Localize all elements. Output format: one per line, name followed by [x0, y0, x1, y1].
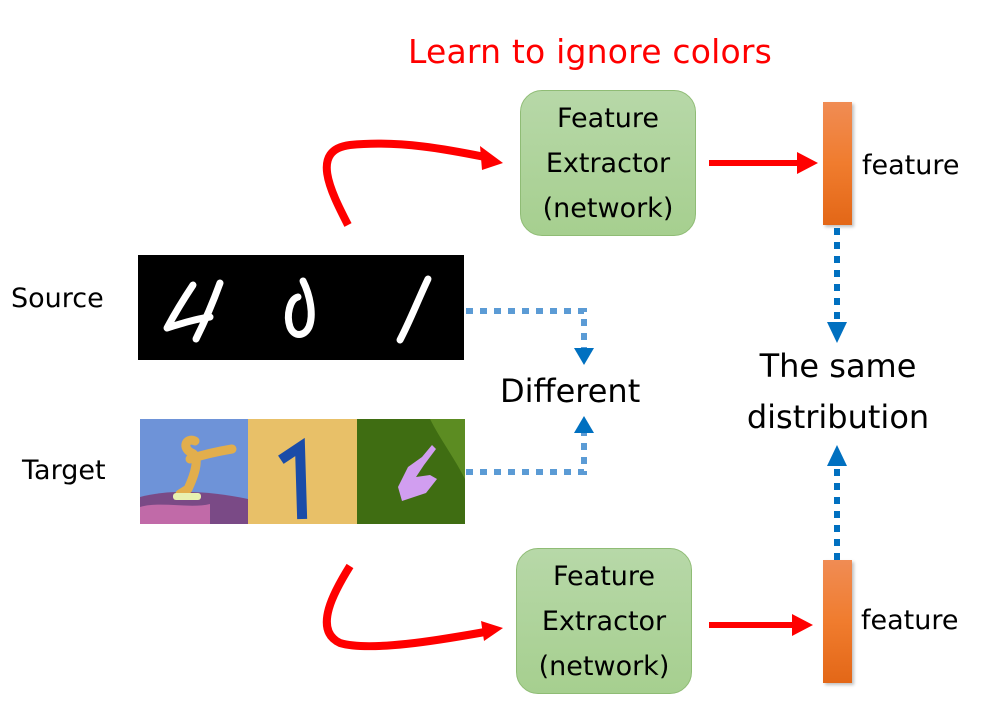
top-feature-label: feature — [862, 150, 960, 181]
target-digits-drawing — [140, 419, 465, 524]
digit-1-target-stroke — [278, 437, 308, 520]
bottom-extractor-line1: Feature — [552, 560, 656, 592]
top-feature-to-distribution-arrowhead — [827, 322, 847, 343]
target-to-different-connector — [466, 433, 587, 475]
bottom-curved-arrow — [322, 563, 486, 651]
top-extractor-line1: Feature — [556, 102, 660, 134]
different-label: Different — [500, 372, 641, 410]
bottom-feature-label: feature — [861, 605, 959, 636]
top-curved-arrowhead — [480, 146, 503, 170]
bottom-curved-arrowhead — [481, 621, 503, 641]
top-feature-arrowhead — [797, 152, 818, 174]
digit-6-shape — [398, 445, 437, 501]
target-image — [140, 419, 465, 524]
digit-8-stroke — [175, 435, 201, 499]
top-extractor-line2: Extractor — [545, 147, 671, 179]
top-curved-arrow — [322, 139, 486, 227]
source-to-different-arrowhead — [574, 348, 594, 365]
bottom-extractor-line2: Extractor — [541, 605, 667, 637]
diagram-title: Learn to ignore colors — [408, 32, 773, 71]
bottom-extractor-line3: (network) — [538, 650, 670, 682]
digit-4-stem — [192, 279, 224, 343]
source-label: Source — [11, 283, 104, 314]
digit-1-stroke — [396, 275, 432, 344]
top-feature-extractor: Feature Extractor (network) — [520, 90, 696, 236]
bottom-feature-to-distribution-arrowhead — [827, 445, 847, 466]
top-feature-bar — [823, 102, 852, 225]
target-label: Target — [22, 455, 106, 486]
bottom-feature-arrowhead — [792, 614, 813, 636]
same-distribution-line1: The same — [759, 347, 917, 385]
source-image — [138, 255, 464, 360]
same-distribution-line2: distribution — [746, 398, 930, 436]
bottom-feature-bar — [823, 560, 852, 683]
source-digits-drawing — [163, 275, 432, 344]
target-to-different-arrowhead — [574, 416, 594, 433]
top-extractor-line3: (network) — [542, 192, 674, 224]
bottom-feature-extractor: Feature Extractor (network) — [516, 548, 692, 694]
digit-4-stroke — [163, 281, 214, 332]
digit-0-stroke — [284, 277, 315, 338]
source-to-different-connector — [466, 308, 587, 350]
